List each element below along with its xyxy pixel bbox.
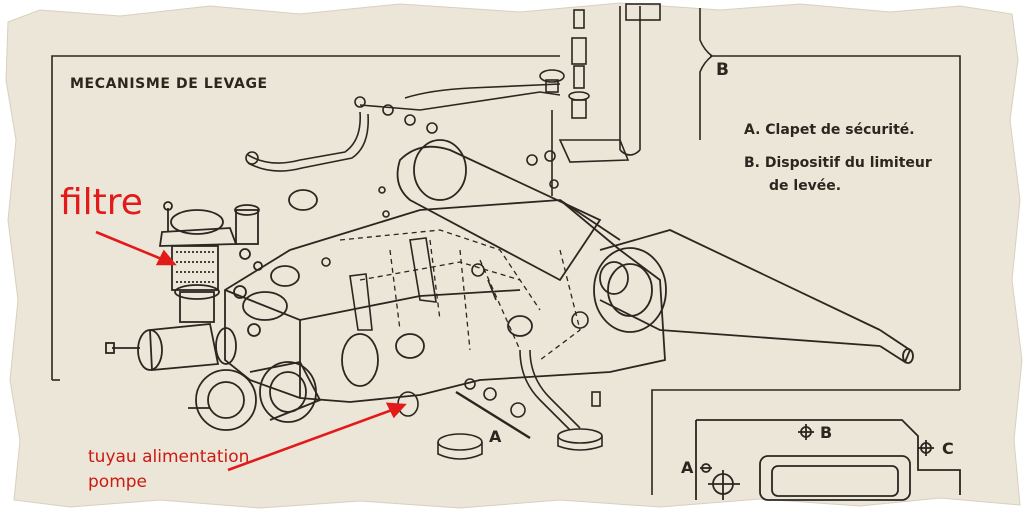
housing-block bbox=[224, 199, 666, 403]
legend-item-b-line2: de levée. bbox=[769, 178, 842, 194]
lift-cylinder bbox=[396, 139, 914, 364]
annotation-arrows bbox=[95, 230, 407, 472]
inset-label-a: A bbox=[681, 458, 694, 477]
spindle-parts bbox=[539, 3, 661, 196]
filtre-arrow bbox=[95, 230, 165, 262]
linkage-rods bbox=[245, 83, 561, 172]
filtre-arrowhead bbox=[155, 249, 177, 266]
internal-linkage bbox=[339, 229, 581, 361]
tuyau-arrowhead bbox=[385, 402, 407, 419]
bracket-label-b: B bbox=[716, 60, 729, 80]
misc-rings bbox=[321, 154, 538, 267]
inset-panel bbox=[695, 419, 961, 501]
diagram-title: MECANISME DE LEVAGE bbox=[70, 76, 268, 92]
pump-unit bbox=[105, 323, 322, 431]
tuyau-arrow bbox=[227, 408, 393, 472]
legend-item-b-line1: B. Dispositif du limiteur bbox=[744, 155, 932, 171]
filter-assembly bbox=[158, 189, 318, 323]
annotation-tuyau-line2: pompe bbox=[88, 472, 148, 492]
inset-label-b: B bbox=[820, 423, 833, 442]
annotation-filtre: filtre bbox=[60, 182, 143, 223]
levers bbox=[349, 237, 589, 331]
inset-label-c: C bbox=[942, 439, 954, 458]
frame-lines bbox=[51, 8, 961, 495]
part-label-a: A bbox=[489, 427, 502, 446]
annotation-tuyau-line1: tuyau alimentation bbox=[88, 447, 250, 467]
legend-item-a: A. Clapet de sécurité. bbox=[744, 122, 915, 138]
loose-parts bbox=[397, 349, 603, 460]
